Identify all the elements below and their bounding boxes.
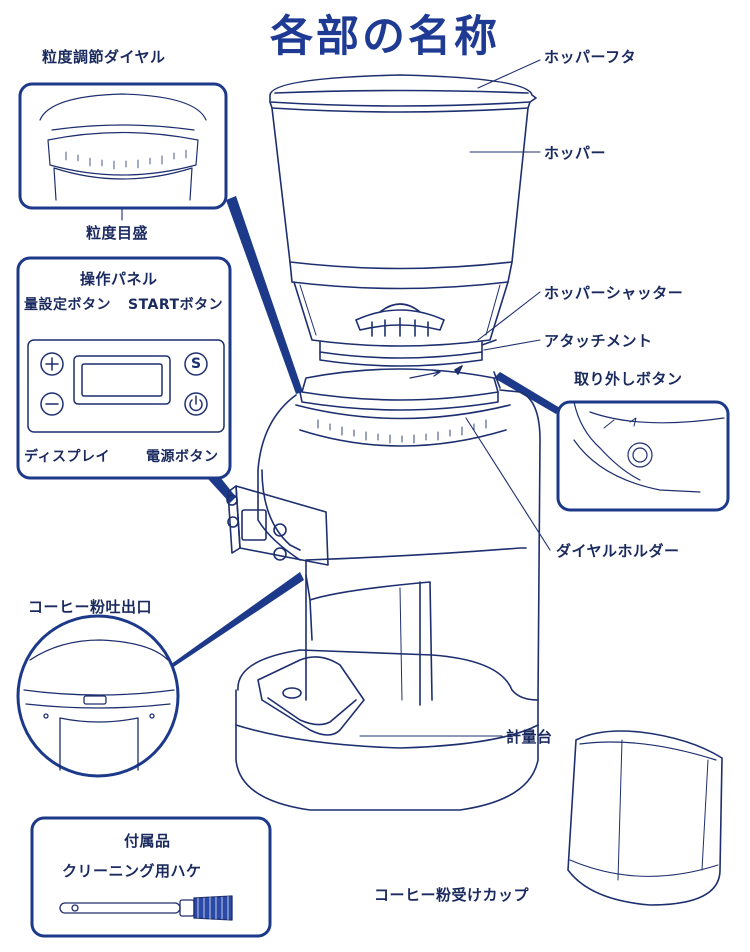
hopper-drawing (271, 107, 529, 347)
outlet-window-drawing (305, 574, 433, 706)
attachment-drawing (319, 339, 497, 379)
callout-control-panel-content (27, 339, 225, 433)
label-release-button: 取り外しボタン (574, 370, 683, 388)
label-amount-button: 量設定ボタン (24, 297, 111, 313)
page-title: 各部の名称 (270, 12, 500, 62)
label-start-button: STARTボタン (128, 297, 224, 313)
scale-base-drawing (235, 649, 539, 811)
label-hopper-lid: ホッパーフタ (544, 48, 637, 66)
callout-release-button-content (573, 401, 725, 493)
control-panel-mini-drawing (226, 485, 329, 566)
label-coffee-outlet: コーヒー粉吐出口 (28, 598, 153, 616)
callout-control-panel-border (16, 256, 232, 480)
grinder-body-drawing (257, 389, 541, 701)
label-power-button: 電源ボタン (146, 449, 219, 465)
label-dial-holder: ダイヤルホルダー (556, 542, 680, 560)
coffee-cup-drawing (567, 730, 723, 906)
label-grind-scale: 粒度目盛 (86, 224, 149, 242)
hopper-shutter-drawing (355, 303, 445, 337)
start-icon: S (190, 356, 202, 372)
minus-icon: − (44, 392, 60, 416)
label-cleaning-brush: クリーニング用ハケ (62, 862, 202, 880)
brush-drawing (59, 895, 233, 921)
dial-holder-drawing (299, 368, 501, 411)
label-hopper-shutter: ホッパーシャッター (544, 284, 684, 302)
callout-grind-dial (18, 82, 228, 210)
connector-lines (154, 196, 560, 680)
label-grind-dial: 粒度調節ダイヤル (42, 48, 166, 66)
label-control-panel: 操作パネル (80, 270, 158, 288)
power-icon (186, 394, 206, 414)
label-hopper: ホッパー (544, 144, 607, 162)
label-display: ディスプレイ (24, 449, 111, 465)
callout-grind-dial-content (39, 93, 207, 201)
callout-outlet-content (23, 639, 175, 771)
label-scale-base: 計量台 (506, 728, 553, 746)
hopper-lid-drawing (269, 74, 537, 113)
plus-icon: + (44, 352, 60, 376)
label-coffee-cup: コーヒー粉受けカップ (374, 886, 530, 904)
label-accessories: 付属品 (124, 832, 171, 850)
callout-release-button-border (556, 400, 730, 512)
label-attachment: アタッチメント (544, 332, 653, 350)
